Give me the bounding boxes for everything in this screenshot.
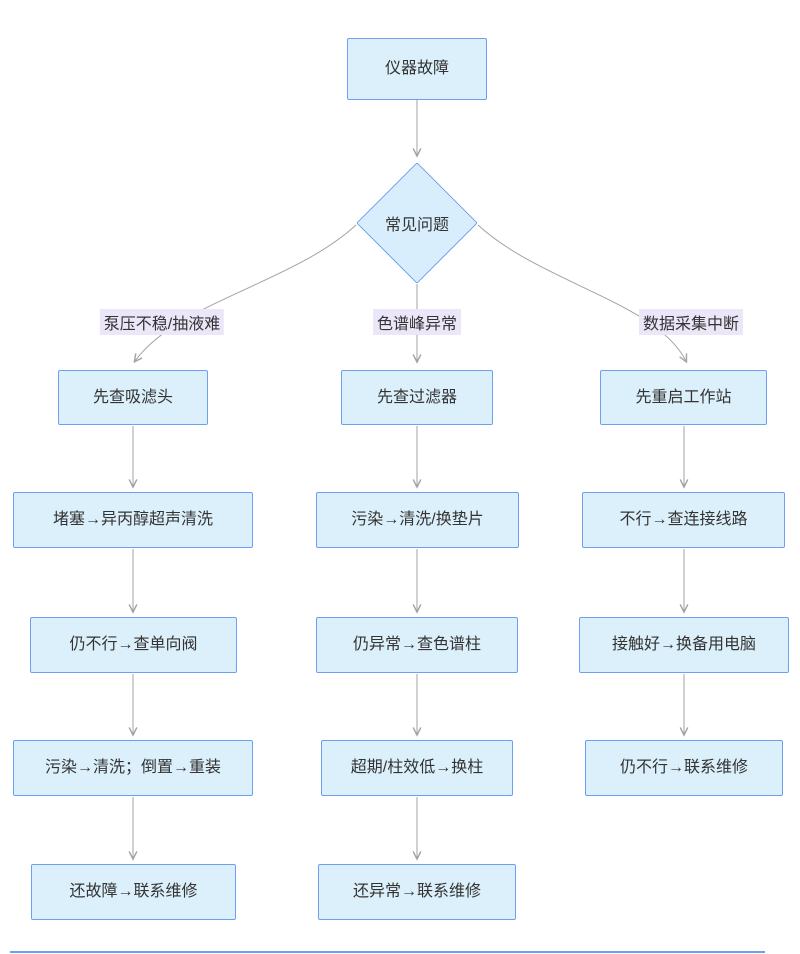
- node-middle-step-3: 仍异常→查色谱柱: [316, 617, 518, 673]
- node-right-step-1: 先重启工作站: [600, 370, 767, 425]
- node-left-step-3: 仍不行→查单向阀: [30, 617, 237, 673]
- decision-label: 常见问题: [384, 217, 450, 234]
- edge-label-peak-abnormal: 色谱峰异常: [372, 309, 462, 335]
- node-right-step-2: 不行→查连接线路: [582, 492, 785, 548]
- node-right-step-4: 仍不行→联系维修: [585, 740, 783, 796]
- connector-decision-to-right-branch: [477, 224, 688, 364]
- edge-label-data-interrupted: 数据采集中断: [638, 309, 744, 335]
- clipped-bottom-element-edge: [10, 951, 765, 953]
- node-middle-step-5: 还异常→联系维修: [318, 864, 516, 920]
- node-middle-step-2: 污染→清洗/换垫片: [316, 492, 519, 548]
- node-left-step-2: 堵塞→异丙醇超声清洗: [13, 492, 253, 548]
- connector-decision-to-left-branch: [133, 224, 357, 364]
- node-instrument-failure: 仪器故障: [347, 38, 487, 100]
- node-right-step-3: 接触好→换备用电脑: [579, 617, 789, 673]
- node-left-step-1: 先查吸滤头: [58, 370, 208, 425]
- edge-label-pump-pressure: 泵压不稳/抽液难: [99, 309, 225, 335]
- node-decision-common-problems: 常见问题: [356, 162, 478, 284]
- node-middle-step-1: 先查过滤器: [341, 370, 493, 425]
- node-left-step-4: 污染→清洗；倒置→重装: [13, 740, 253, 796]
- node-middle-step-4: 超期/柱效低→换柱: [321, 740, 513, 796]
- node-left-step-5: 还故障→联系维修: [31, 864, 236, 920]
